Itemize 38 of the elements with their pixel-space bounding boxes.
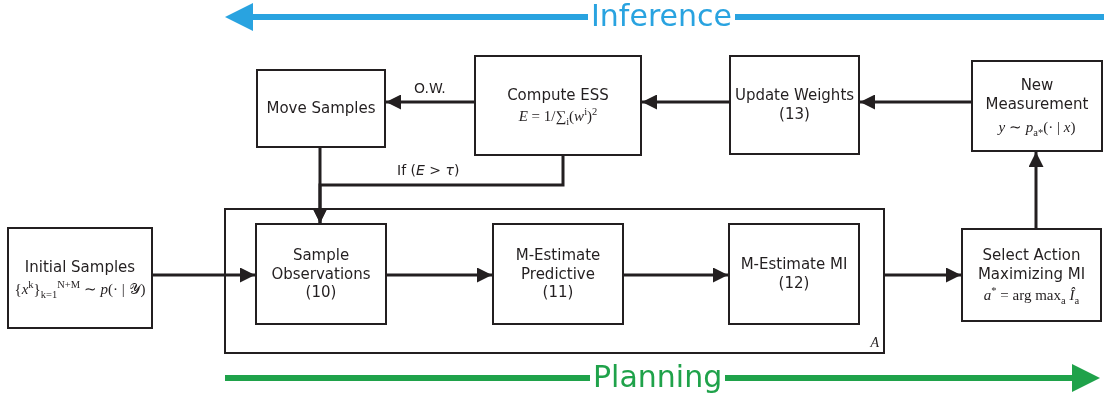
process-box (961, 228, 1102, 322)
process-box (492, 223, 624, 325)
formula: E = 1/∑$_{i}$(w$^{i}$)$^{2}$ (518, 108, 598, 126)
box-title: Update Weights (734, 86, 855, 105)
edge-label: O.W. (412, 80, 448, 96)
arrow (885, 267, 961, 283)
arrow (387, 267, 492, 283)
process-box (7, 227, 153, 329)
group-label: A (870, 335, 879, 351)
process-box (729, 55, 860, 155)
box-title: Initial Samples (24, 257, 136, 277)
process-box (255, 223, 387, 325)
process-box (256, 69, 386, 148)
edge-label: If (E > τ) (395, 162, 462, 178)
formula: a$^{*}$ = arg max$_{a}$ Î$_{a}$ (983, 287, 1080, 305)
arrow (624, 267, 728, 283)
arrow (312, 156, 565, 223)
box-title: M-Estimate MI (740, 255, 848, 274)
arrow (642, 94, 729, 110)
process-box (474, 55, 642, 156)
box-title: Move Samples (266, 99, 376, 118)
formula: y ∼ p$_{a*}$(· | x) (998, 117, 1076, 136)
arrow (860, 94, 971, 110)
equation-number: (12) (778, 274, 810, 293)
box-title: Compute ESS (507, 85, 609, 105)
arrow (1028, 152, 1044, 228)
formula: {x$^{k}$}$_{k=1}$$^{N+M}$ ∼ p(· | 𝒴) (14, 280, 146, 299)
equation-number: (13) (779, 105, 810, 124)
equation-number: (10) (305, 283, 337, 303)
direction-label: Planning (590, 362, 726, 392)
process-box (728, 223, 860, 325)
arrow (153, 267, 255, 283)
box-title: M-Estimate Predictive (514, 245, 602, 284)
box-title: Sample Observations (270, 245, 372, 284)
group-box (224, 208, 885, 354)
process-box (971, 60, 1103, 152)
equation-number: (11) (542, 283, 574, 303)
arrow (386, 94, 474, 110)
